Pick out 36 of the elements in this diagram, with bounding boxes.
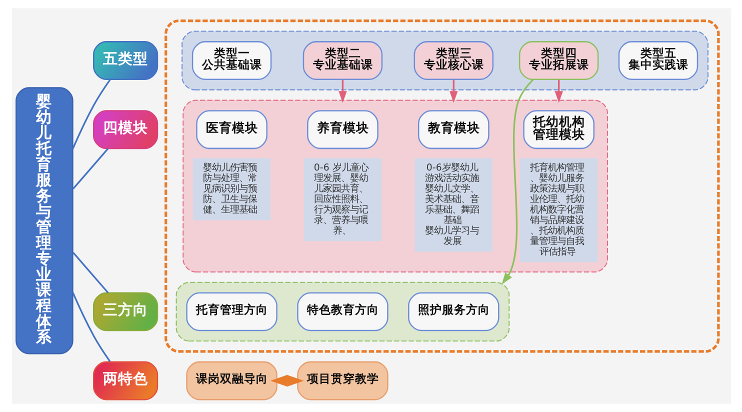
- node-box: 类型四 专业拓展课: [518, 41, 598, 80]
- cluster: [181, 30, 708, 90]
- node-box: 特色教育方向: [296, 292, 388, 332]
- node-box: 托育管理方向: [186, 292, 277, 332]
- cluster: [175, 282, 510, 342]
- node-box: 托幼机构管理模块: [522, 110, 594, 150]
- arrow: [338, 80, 346, 103]
- node-box: 婴幼儿伤害预防与处理、常见病识别与预防、卫生与保健、生理基础: [192, 158, 270, 220]
- node-box: 四模块: [92, 110, 158, 150]
- connector: [72, 252, 108, 294]
- node-box: 三方向: [92, 292, 158, 332]
- node-box: 类型五 集中实践课: [618, 41, 698, 80]
- node-box: 两特色: [92, 361, 158, 400]
- node-box: 五类型: [92, 41, 158, 80]
- connector: [72, 292, 110, 362]
- node-box: 医育模块: [196, 110, 267, 150]
- connector: [72, 148, 108, 190]
- node-box: 养育模块: [306, 110, 378, 150]
- node-box: 课岗双融导向: [186, 361, 277, 400]
- arrow: [554, 80, 562, 103]
- node-box: 类型三 专业核心课: [413, 41, 494, 80]
- arrow: [501, 78, 534, 284]
- node-box: 托育机构管理、婴幼儿服务政策法规与职业伦理、托幼机构数字化营销与品牌建设、托幼机构质量管理与自我评估指导: [520, 158, 598, 262]
- node-box: 项目贯穿教学: [296, 361, 388, 400]
- node-box: 照护服务方向: [408, 292, 499, 332]
- arrow: [449, 80, 458, 103]
- cluster: [164, 19, 720, 353]
- arrow: [270, 374, 304, 387]
- node-box: 0-6岁婴幼儿游戏活动实施婴幼儿文学、美术基础、音乐基础、舞蹈基础 婴幼儿学习与发展: [414, 158, 492, 252]
- connector: [72, 79, 110, 150]
- node-box: 教育模块: [417, 110, 489, 150]
- node-box: 类型一 公共基础课: [191, 41, 272, 80]
- node-box: 婴幼儿托育服务与管理专业课程体系: [15, 87, 73, 354]
- node-box: 0-6 岁儿童心理发展、婴幼儿家园共育、回应性照料、行为观察与记录、营养与喂养、: [303, 158, 382, 242]
- cluster: [182, 100, 608, 272]
- node-box: 类型二 专业基础课: [302, 41, 382, 80]
